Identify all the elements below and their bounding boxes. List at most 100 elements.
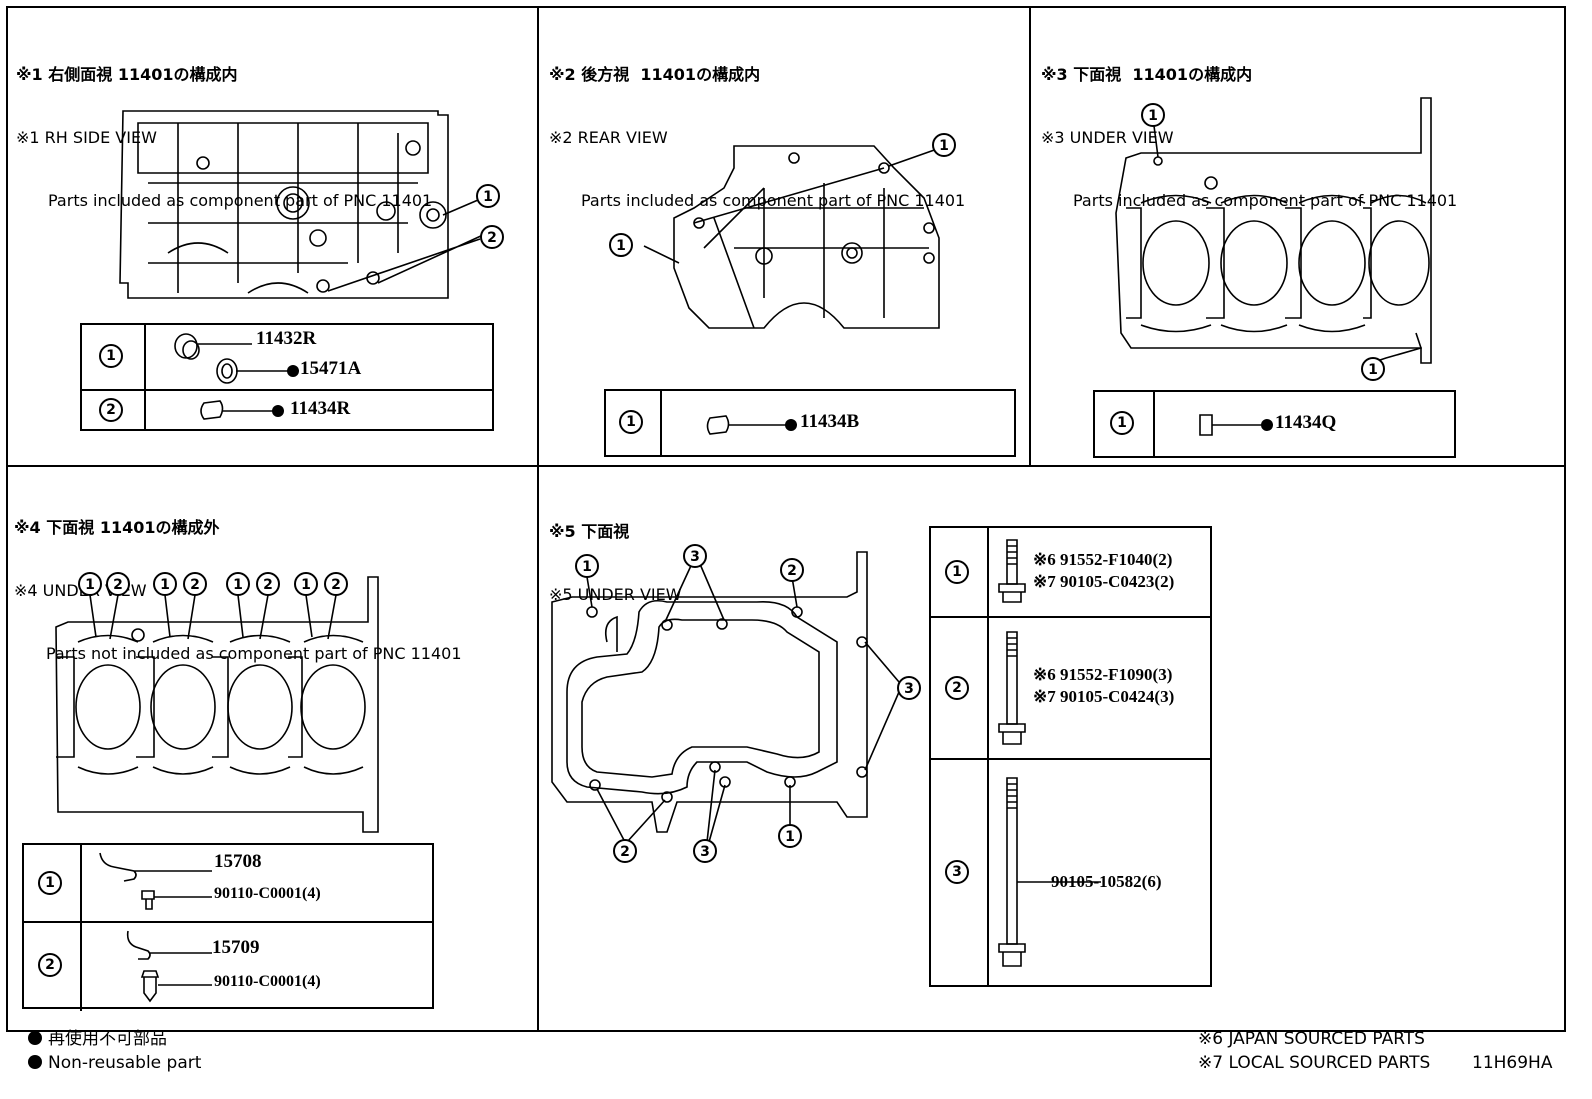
part-number: ※7 90105-C0423(2) xyxy=(1033,572,1175,591)
parts-row-1-graphic xyxy=(99,852,212,910)
part-number: 90105-10582(6) xyxy=(1051,872,1162,891)
part-number: 90110-C0001(4) xyxy=(214,973,321,990)
panel-rear-view: ※2 後方視 11401の構成内 ※2 REAR VIEW Parts incl… xyxy=(537,6,1032,468)
callout-1: 1 xyxy=(301,577,311,593)
header-jp: ※4 下面視 11401の構成外 xyxy=(14,518,220,537)
callout-3: 3 xyxy=(904,681,914,697)
header-note: Parts not included as component part of … xyxy=(46,644,462,663)
under-engine-block-oil-jet-drawing: 1 2 1 2 1 2 1 2 xyxy=(55,572,379,833)
legend-en-text: Non-reusable part xyxy=(48,1053,202,1073)
header-jp: ※1 右側面視 11401の構成内 xyxy=(16,65,238,84)
filled-circle-icon xyxy=(28,1031,42,1045)
part-number: 15708 xyxy=(214,851,262,872)
part-number: 15709 xyxy=(212,937,260,958)
header-jp: ※3 下面視 11401の構成内 xyxy=(1041,65,1253,84)
row-index-2: 2 xyxy=(945,676,969,700)
header-jp: ※2 後方視 11401の構成内 xyxy=(549,65,761,84)
part-number: 15471A xyxy=(300,358,362,379)
parts-row-3: 3 90105-10582(6) xyxy=(931,758,1210,987)
part-number: 11432R xyxy=(256,328,317,349)
part-number: 11434B xyxy=(800,411,860,432)
parts-row-1-graphic xyxy=(174,333,299,384)
parts-table: 1 15708 90110-C0001(4) 2 15709 90110-C00… xyxy=(22,843,434,1011)
panel-header: ※4 下面視 11401の構成外 ※4 UNDER VIEW Parts not… xyxy=(14,475,462,706)
row-index-1: 1 xyxy=(38,871,62,895)
callout-1: 1 xyxy=(483,189,493,205)
header-jp: ※5 下面視 xyxy=(549,522,630,541)
row-index-2: 2 xyxy=(99,398,123,422)
part-number: ※6 91552-F1090(3) xyxy=(1033,665,1173,684)
parts-row-1: 1 11434Q xyxy=(1095,392,1454,456)
callout-2: 2 xyxy=(487,230,497,246)
callout-1: 1 xyxy=(160,577,170,593)
callout-1: 1 xyxy=(85,577,95,593)
bolt-medium-icon xyxy=(998,631,1026,745)
panel-header: ※1 右側面視 11401の構成内 ※1 RH SIDE VIEW Parts … xyxy=(16,22,432,253)
parts-row-1: 1 11434B xyxy=(606,391,1014,455)
parts-table: 1 ※6 91552-F1040(2) ※7 90105-C0423(2) 2 … xyxy=(929,526,1212,987)
callout-3: 3 xyxy=(690,549,700,565)
callout-2: 2 xyxy=(113,577,123,593)
callout-2: 2 xyxy=(620,844,630,860)
legend-nonreusable-en: Non-reusable part xyxy=(28,1052,201,1075)
header-note: Parts included as component part of PNC … xyxy=(48,191,433,210)
part-number: 90110-C0001(4) xyxy=(214,885,321,902)
legend-jp-text: 再使用不可部品 xyxy=(48,1029,167,1049)
callout-3: 3 xyxy=(700,844,710,860)
header-view: ※3 UNDER VIEW xyxy=(1041,128,1174,147)
parts-row-2: 2 ※6 91552-F1090(3) ※7 90105-C0424(3) xyxy=(931,616,1210,760)
part-number: ※7 90105-C0424(3) xyxy=(1033,687,1175,706)
parts-row-2-graphic xyxy=(126,930,212,1003)
row-index-2: 2 xyxy=(38,953,62,977)
parts-table: 1 11434B xyxy=(604,389,1016,457)
callout-1: 1 xyxy=(785,829,795,845)
parts-row-1-graphic xyxy=(1199,414,1273,436)
callout-2: 2 xyxy=(190,577,200,593)
callout-2: 2 xyxy=(263,577,273,593)
header-view: ※1 RH SIDE VIEW xyxy=(16,128,157,147)
parts-row-2-graphic xyxy=(200,400,284,420)
part-number: 11434R xyxy=(290,398,351,419)
parts-row-2: 2 15709 90110-C0001(4) xyxy=(24,921,432,1011)
parts-table: 1 11432R 15471A 2 11434R xyxy=(80,323,494,431)
panel-rh-side-view: ※1 右側面視 11401の構成内 ※1 RH SIDE VIEW Parts … xyxy=(6,6,539,468)
callout-1: 1 xyxy=(1148,108,1158,124)
legend-local-sourced: ※7 LOCAL SOURCED PARTS xyxy=(1198,1053,1431,1073)
row-index-3: 3 xyxy=(945,860,969,884)
bolt-short-icon xyxy=(998,539,1026,603)
rear-engine-block-drawing: 1 1 xyxy=(609,133,956,329)
row-index-1: 1 xyxy=(1110,411,1134,435)
legend-japan-sourced: ※6 JAPAN SOURCED PARTS xyxy=(1198,1029,1425,1049)
parts-row-1: 1 ※6 91552-F1040(2) ※7 90105-C0423(2) xyxy=(931,528,1210,616)
filled-circle-icon xyxy=(28,1055,42,1069)
part-number: 11434Q xyxy=(1275,412,1337,433)
under-engine-block-drawing: 1 1 xyxy=(1115,97,1432,381)
panel-under-view-excluded: ※4 下面視 11401の構成外 ※4 UNDER VIEW Parts not… xyxy=(6,465,539,1032)
panel-under-view-included: ※3 下面視 11401の構成内 ※3 UNDER VIEW Parts inc… xyxy=(1029,6,1566,468)
callout-1: 1 xyxy=(939,138,949,154)
illustration-code: 11H69HA xyxy=(1472,1053,1553,1073)
parts-row-2: 2 11434R xyxy=(82,389,492,431)
panel-under-view-bolts: ※5 下面視 ※5 UNDER VIEW 1 3 2 3 2 3 1 1 xyxy=(537,465,1566,1032)
panel-header: ※3 下面視 11401の構成内 ※3 UNDER VIEW Parts inc… xyxy=(1041,22,1457,253)
part-number: ※6 91552-F1040(2) xyxy=(1033,550,1173,569)
parts-row-1-graphic xyxy=(706,415,797,435)
callout-1: 1 xyxy=(233,577,243,593)
callout-1: 1 xyxy=(616,238,626,254)
header-view: ※5 UNDER VIEW xyxy=(549,585,682,604)
parts-table: 1 11434Q xyxy=(1093,390,1456,458)
callout-2: 2 xyxy=(331,577,341,593)
parts-row-1: 1 15708 90110-C0001(4) xyxy=(24,845,432,921)
row-index-1: 1 xyxy=(99,344,123,368)
callout-2: 2 xyxy=(787,563,797,579)
row-index-1: 1 xyxy=(945,560,969,584)
callout-1: 1 xyxy=(582,559,592,575)
parts-row-1: 1 11432R 15471A xyxy=(82,325,492,389)
panel-header: ※5 下面視 ※5 UNDER VIEW xyxy=(549,479,682,647)
bolt-long-icon xyxy=(998,777,1101,967)
row-index-1: 1 xyxy=(619,410,643,434)
legend-nonreusable-jp: 再使用不可部品 xyxy=(28,1028,167,1051)
rh-side-engine-block-drawing: 1 2 xyxy=(119,110,504,299)
callout-1: 1 xyxy=(1368,362,1378,378)
oil-pan-bolt-layout-drawing: 1 3 2 3 2 3 1 xyxy=(551,544,921,863)
